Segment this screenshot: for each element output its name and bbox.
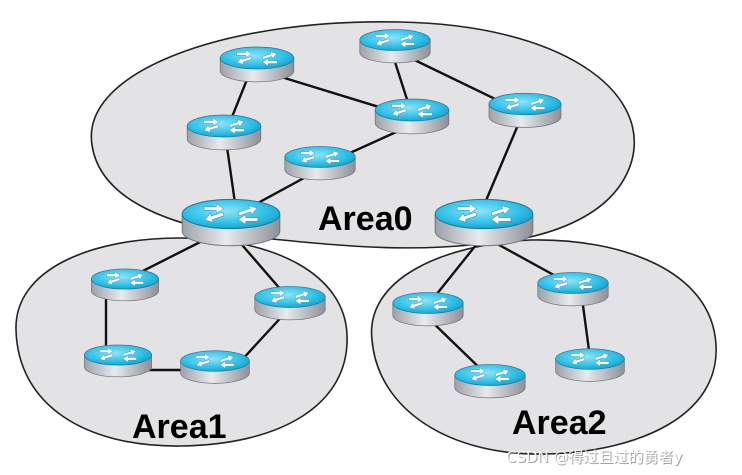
abr-router-icon	[434, 198, 534, 247]
link-a1r2-a1r4	[239, 311, 287, 363]
abr-router-icon	[181, 198, 281, 247]
link-r5-abr1	[224, 139, 238, 211]
router-icon	[454, 364, 526, 399]
watermark-shadow: CSDN @得过且过的勇者y	[507, 449, 684, 467]
link-r4-abr2	[480, 124, 520, 211]
router-icon	[537, 272, 609, 307]
area2-region	[370, 239, 717, 455]
router-icon	[488, 92, 562, 128]
router-icon	[186, 114, 262, 151]
router-icon	[180, 350, 250, 384]
router-icon	[219, 46, 295, 83]
router-icon	[84, 344, 152, 378]
router-icon	[392, 292, 464, 327]
link-a2r2-a2r4	[580, 297, 592, 359]
router-icon	[359, 29, 431, 64]
watermark-text: CSDN @得过且过的勇者y	[506, 448, 683, 466]
area1-label: Area1	[132, 408, 227, 446]
router-icon	[555, 348, 625, 382]
router-icon	[284, 146, 356, 181]
router-icon	[91, 268, 159, 302]
router-icon	[374, 98, 450, 135]
router-icon	[254, 286, 326, 321]
area0-label: Area0	[318, 200, 413, 238]
area2-label: Area2	[512, 404, 607, 442]
